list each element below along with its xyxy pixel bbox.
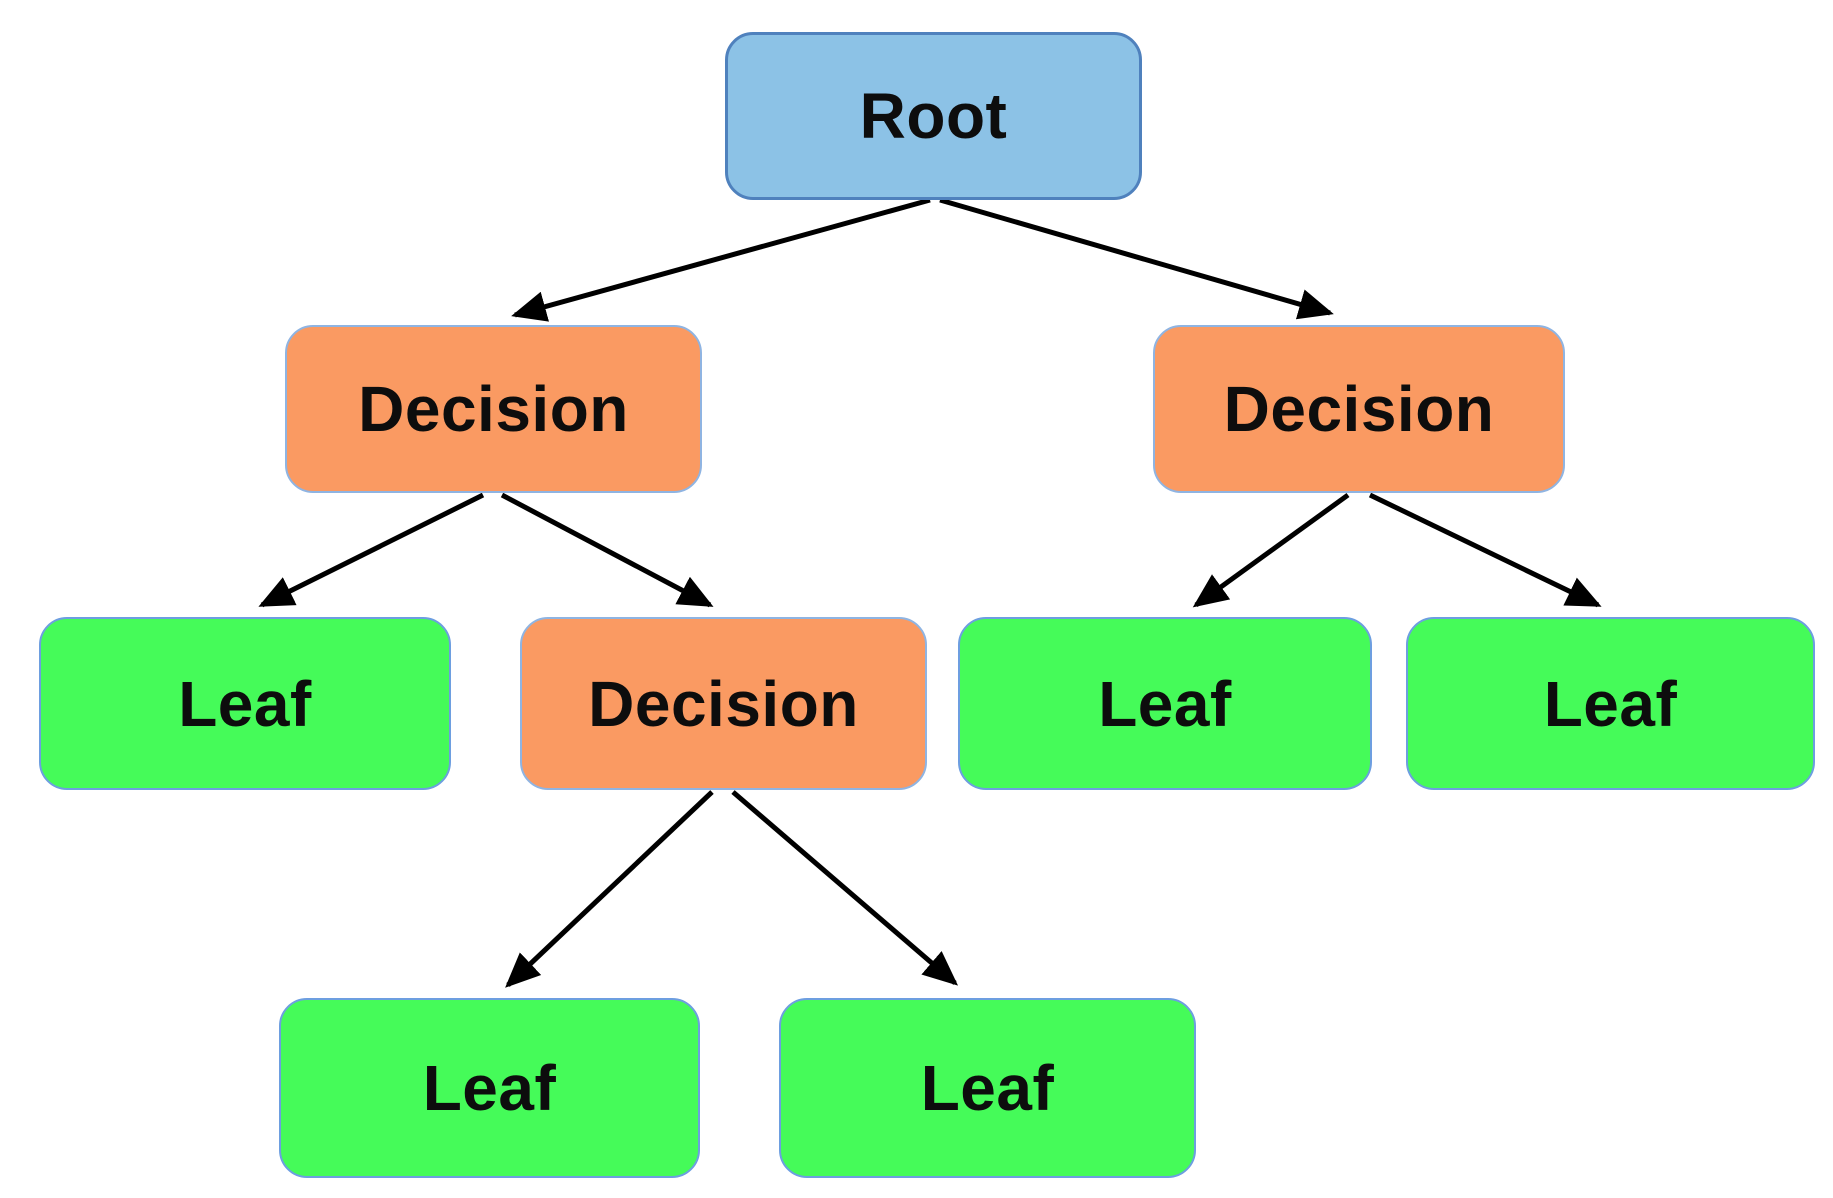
node-decision-right: Decision	[1153, 325, 1565, 493]
edge-decision-right-to-leaf-mid-right	[1192, 492, 1350, 608]
node-leaf-left: Leaf	[39, 617, 451, 790]
edge-root-to-decision-right	[939, 197, 1334, 320]
edge-decision-middle-to-leaf-bottom-left	[505, 790, 714, 988]
node-leaf-bottom-right-label: Leaf	[920, 1052, 1055, 1124]
edge-decision-right-to-leaf-far-right	[1368, 492, 1602, 608]
edge-decision-left-to-leaf-left	[258, 492, 485, 608]
node-root: Root	[725, 32, 1142, 200]
node-leaf-far-right: Leaf	[1406, 617, 1815, 790]
edge-decision-left-to-decision-middle	[500, 492, 714, 608]
node-leaf-bottom-right: Leaf	[779, 998, 1196, 1178]
node-decision-left: Decision	[285, 325, 702, 493]
node-decision-middle: Decision	[520, 617, 927, 790]
node-leaf-left-label: Leaf	[178, 667, 312, 740]
edge-decision-middle-to-leaf-bottom-right	[731, 790, 959, 986]
node-decision-left-label: Decision	[358, 373, 629, 445]
node-decision-right-label: Decision	[1223, 373, 1495, 445]
node-leaf-far-right-label: Leaf	[1543, 667, 1678, 740]
node-decision-middle-label: Decision	[588, 667, 859, 740]
node-leaf-bottom-left: Leaf	[279, 998, 700, 1178]
edge-root-to-decision-left	[511, 197, 931, 322]
node-leaf-mid-right: Leaf	[958, 617, 1372, 790]
node-root-label: Root	[859, 80, 1008, 152]
node-leaf-mid-right-label: Leaf	[1098, 667, 1232, 740]
node-leaf-bottom-left-label: Leaf	[422, 1052, 557, 1124]
